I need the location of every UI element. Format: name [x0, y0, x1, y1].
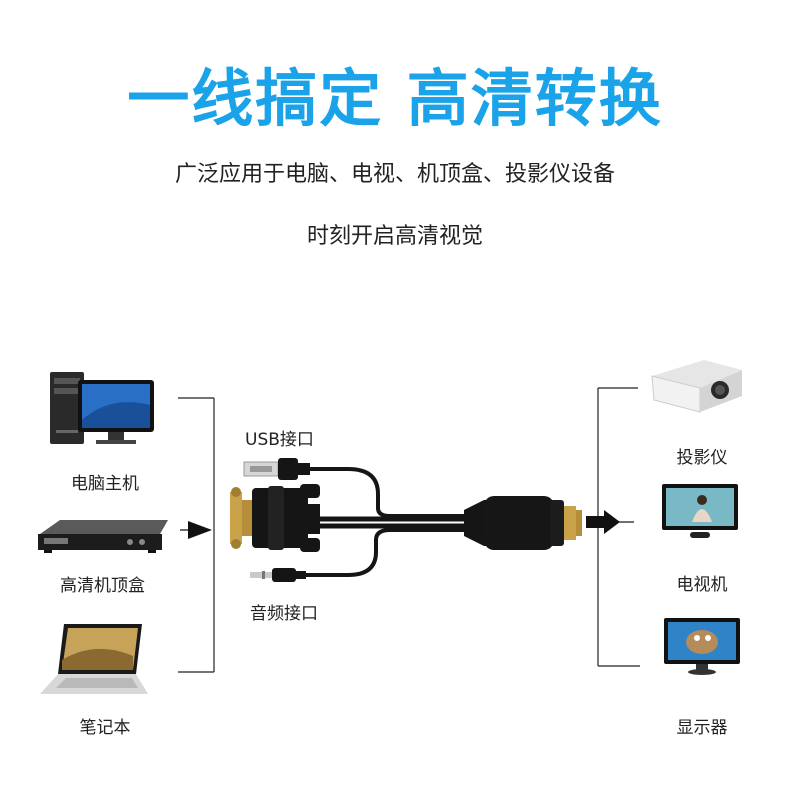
tv-label: 电视机 — [676, 575, 728, 595]
projector-icon — [651, 360, 742, 413]
audio-port-label: 音频接口 — [250, 604, 318, 624]
vga-connector — [230, 484, 320, 552]
monitor-icon — [664, 618, 740, 675]
audio-jack-connector — [250, 568, 306, 582]
subtitle-line-2: 时刻开启高清视觉 — [306, 224, 483, 249]
set-top-box-label: 高清机顶盒 — [60, 576, 145, 596]
tv-icon — [662, 484, 738, 538]
subtitle-line-1: 广泛应用于电脑、电视、机顶盒、投影仪设备 — [174, 162, 615, 187]
headline: 一线搞定 高清转换 — [127, 62, 663, 135]
laptop-label: 笔记本 — [79, 718, 131, 738]
laptop-icon — [40, 624, 148, 694]
input-arrow-icon — [180, 521, 212, 539]
hdmi-converter-box — [464, 496, 582, 550]
monitor-label: 显示器 — [676, 718, 728, 738]
usb-connector — [243, 458, 310, 480]
usb-port-label: USB接口 — [245, 430, 314, 450]
projector-label: 投影仪 — [676, 448, 728, 468]
desktop-pc-icon — [50, 372, 154, 444]
left-bracket — [178, 397, 215, 673]
usb-cable — [310, 467, 470, 518]
output-arrow-icon — [586, 510, 634, 534]
audio-cable — [306, 528, 470, 577]
pc-label: 电脑主机 — [71, 474, 139, 494]
set-top-box-icon — [38, 520, 168, 553]
